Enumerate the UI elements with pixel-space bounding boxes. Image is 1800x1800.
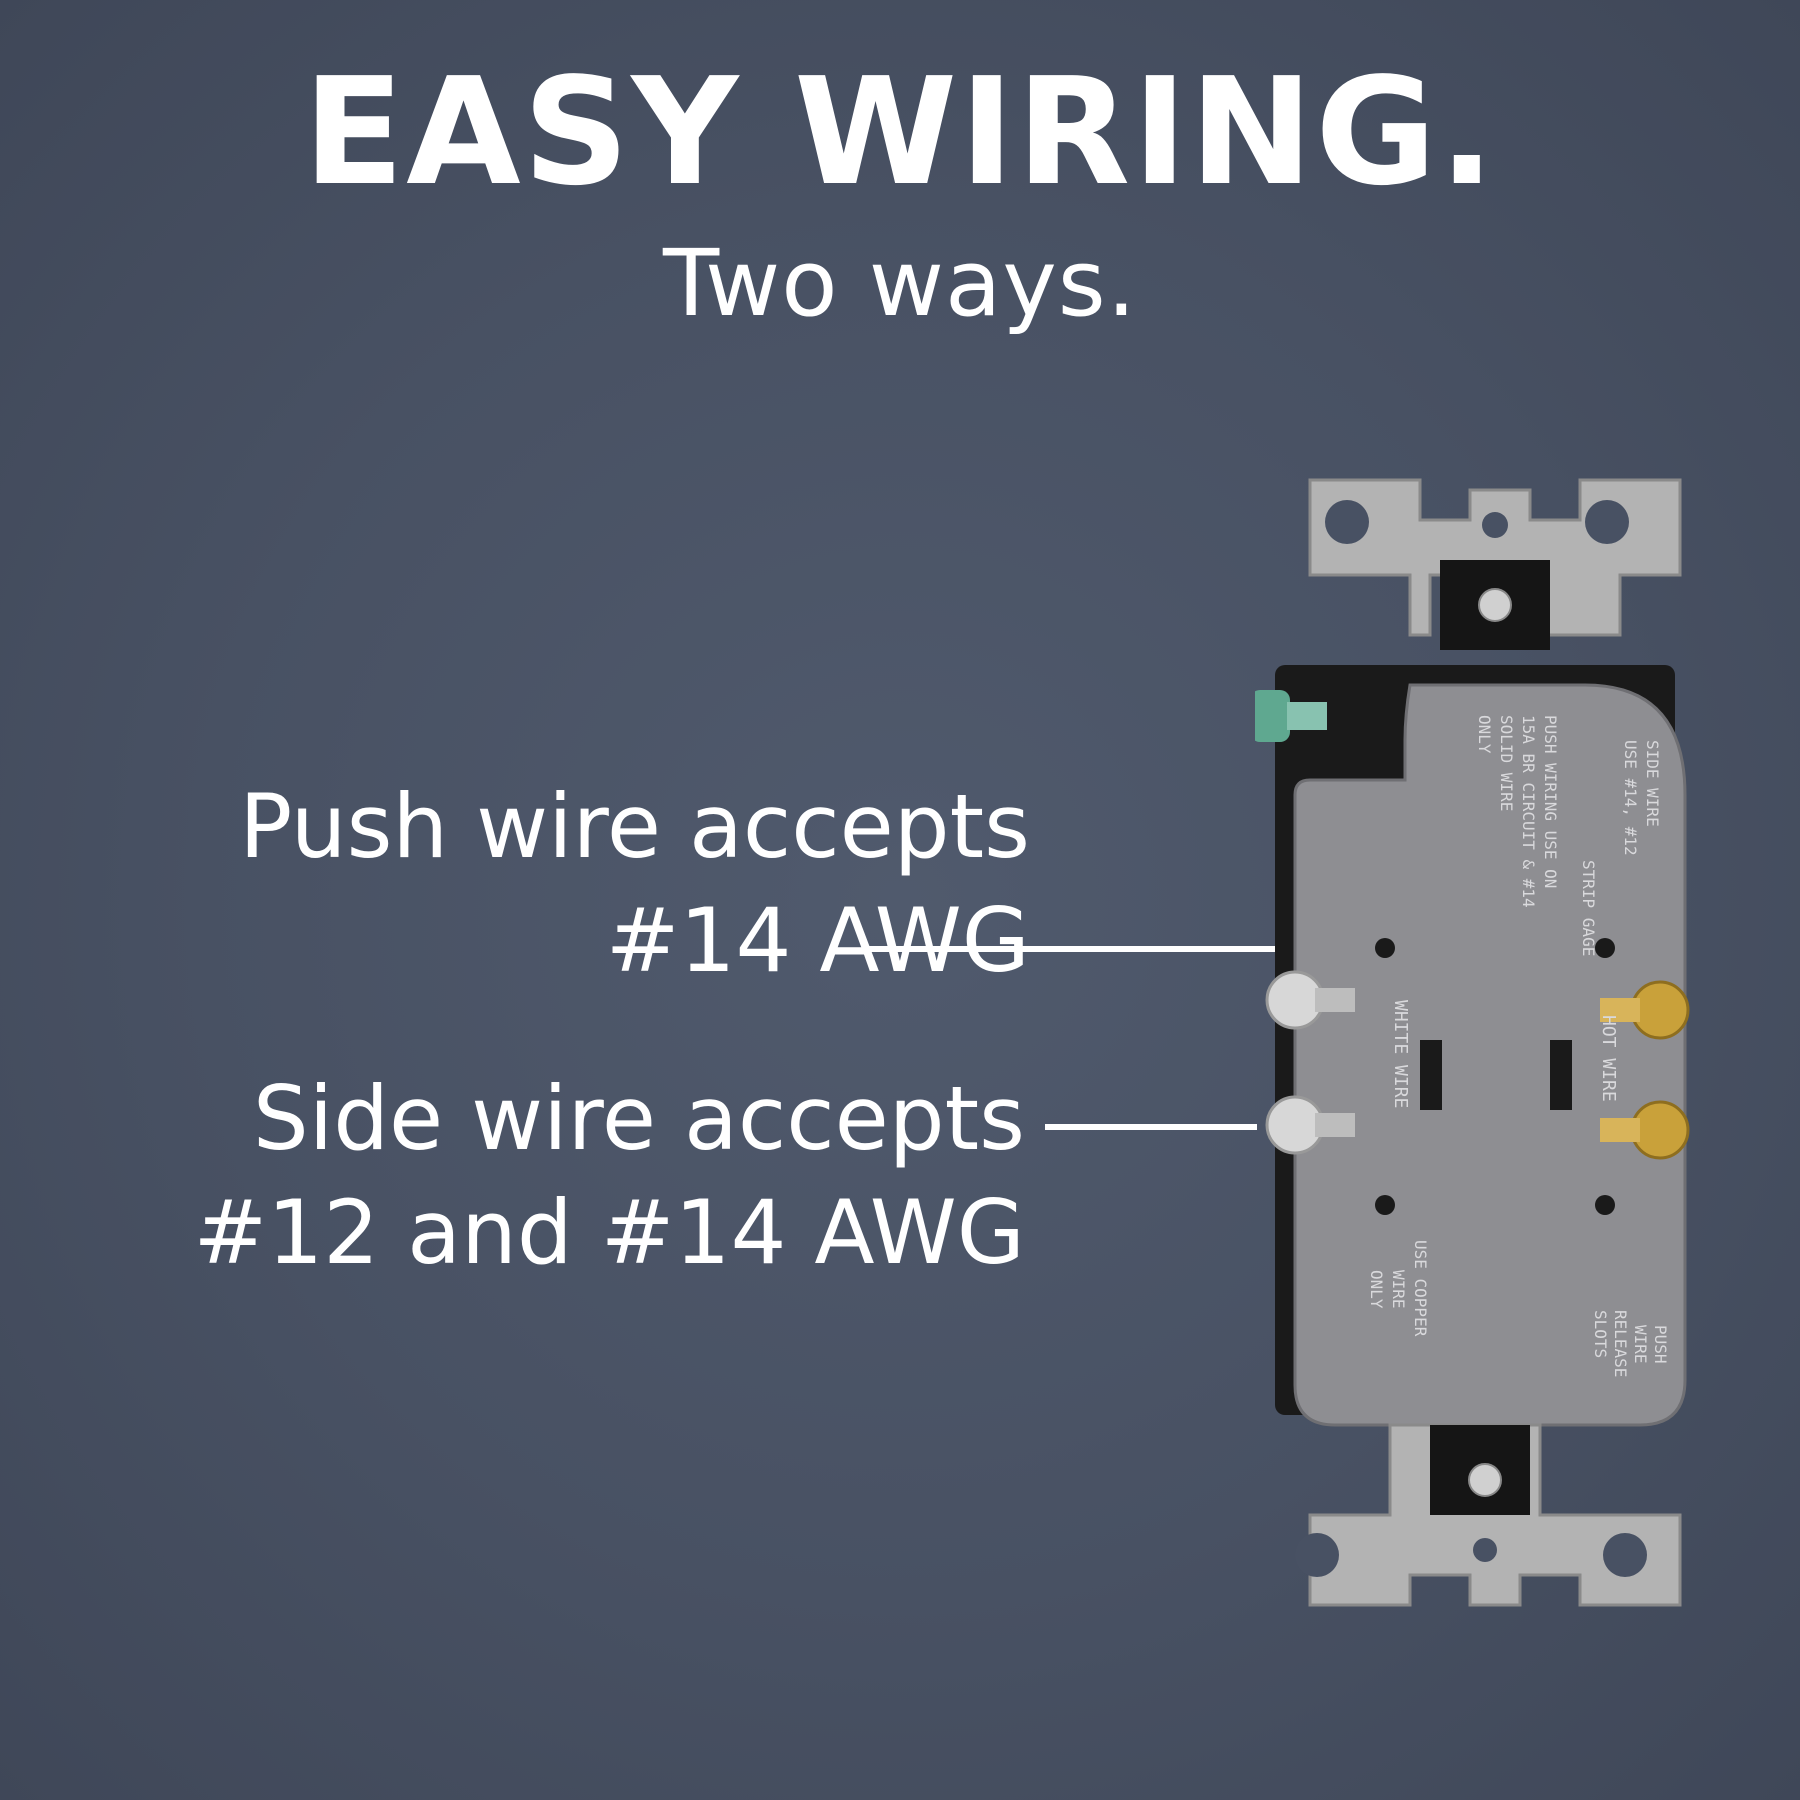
silver-terminal-screw-icon — [1265, 970, 1355, 1155]
headline: EASY WIRING. — [303, 46, 1497, 218]
label-strip-gage: STRIP GAGE — [1579, 860, 1598, 956]
label-push-release-2: WIRE — [1631, 1325, 1650, 1364]
receptacle-body — [1293, 683, 1687, 1427]
bottom-mounting-strap — [1295, 1423, 1682, 1607]
label-white-wire: WHITE WIRE — [1390, 1000, 1411, 1108]
side-wire-callout-line1: Side wire accepts — [252, 1067, 1025, 1170]
push-wire-callout: Push wire accepts #14 AWG — [239, 770, 1030, 999]
side-wire-callout: Side wire accepts #12 and #14 AWG — [194, 1062, 1026, 1291]
side-wire-leader-line — [1045, 1124, 1257, 1130]
receptacle-svg: SIDE WIRE USE #14, #12 STRIP GAGE PUSH W… — [1255, 478, 1690, 1607]
receptacle-illustration: SIDE WIRE USE #14, #12 STRIP GAGE PUSH W… — [1255, 470, 1695, 1620]
label-push-wiring-4: ONLY — [1475, 715, 1494, 754]
label-use-copper-1: USE COPPER — [1411, 1240, 1430, 1337]
label-hot-wire: HOT WIRE — [1598, 1015, 1619, 1102]
ground-screw-icon — [1255, 690, 1327, 742]
side-wire-callout-line2: #12 and #14 AWG — [193, 1181, 1026, 1285]
label-push-wiring-2: 15A BR CIRCUIT & #14 — [1519, 715, 1538, 908]
brass-terminal-screw-icon — [1600, 980, 1690, 1160]
label-push-wiring-3: SOLID WIRE — [1497, 715, 1516, 811]
label-use-copper-3: ONLY — [1367, 1270, 1386, 1309]
subheadline: Two ways. — [663, 230, 1137, 337]
label-side-wire: SIDE WIRE — [1643, 740, 1662, 827]
label-push-release-1: PUSH — [1651, 1325, 1670, 1364]
top-mounting-strap — [1308, 478, 1682, 650]
label-push-release-4: SLOTS — [1591, 1310, 1610, 1358]
label-push-release-3: RELEASE — [1611, 1310, 1630, 1377]
label-side-wire-gauge: USE #14, #12 — [1621, 740, 1640, 856]
push-wire-callout-line2: #14 AWG — [605, 889, 1030, 993]
label-push-wiring-1: PUSH WIRING USE ON — [1541, 715, 1560, 888]
label-use-copper-2: WIRE — [1389, 1270, 1408, 1309]
push-wire-callout-line1: Push wire accepts — [239, 775, 1030, 878]
push-wire-leader-line — [868, 946, 1328, 952]
push-wire-holes — [1375, 938, 1615, 1215]
